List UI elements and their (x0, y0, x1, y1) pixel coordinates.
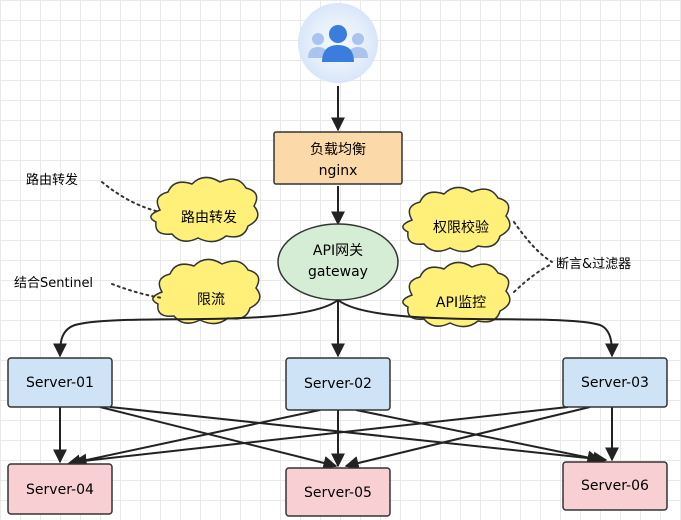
users-group-icon (308, 25, 368, 62)
server-06-node: Server-06 (562, 461, 668, 511)
cloud-monitor-label: API监控 (436, 295, 486, 311)
edge-s01-s05 (99, 406, 338, 470)
edge-gateway-server01 (53, 299, 339, 358)
server-03-node: Server-03 (562, 357, 668, 408)
server-06-label: Server-06 (581, 478, 649, 494)
server-05-node: Server-05 (285, 467, 391, 517)
cloud-auth-label: 权限校验 (433, 219, 489, 236)
gateway-subtitle: gateway (308, 264, 368, 280)
server-05-label: Server-05 (304, 485, 372, 501)
server-03-label: Server-03 (581, 375, 649, 391)
server-01-node: Server-01 (7, 357, 113, 408)
edge-s01-s06 (109, 406, 608, 466)
cloud-route-label: 路由转发 (181, 210, 237, 226)
annotation-filter: 断言&过滤器 (556, 257, 631, 272)
edge-s03-s05 (344, 406, 591, 470)
cloud-limit-label: 限流 (197, 292, 225, 308)
cloud-route: 路由转发 (150, 176, 259, 243)
api-gateway-node: API网关 gateway (277, 223, 399, 301)
annotation-filter-connector-top (513, 221, 553, 263)
lb-subtitle: nginx (319, 163, 358, 179)
cloud-limit: 限流 (152, 258, 261, 325)
server-04-node: Server-04 (7, 463, 113, 515)
annotation-sentinel: 结合Sentinel (14, 276, 93, 291)
lb-title: 负载均衡 (310, 142, 366, 158)
user-icon-group (298, 3, 378, 83)
edge-s02-s04 (66, 409, 321, 469)
server-02-node: Server-02 (285, 357, 391, 411)
server-01-label: Server-01 (26, 375, 94, 391)
gateway-title: API网关 (313, 243, 363, 259)
cloud-monitor: API监控 (402, 261, 511, 328)
annotation-route-connector (101, 181, 161, 213)
annotation-filter-connector-bottom (513, 263, 553, 293)
annotation-sentinel-connector (111, 283, 163, 299)
server-02-label: Server-02 (304, 376, 372, 392)
edge-s03-s04 (72, 406, 569, 468)
annotation-route: 路由转发 (26, 172, 78, 188)
server-04-label: Server-04 (26, 482, 94, 498)
edge-gateway-server03 (337, 299, 619, 358)
load-balancer-node: 负载均衡 nginx (273, 131, 403, 185)
cloud-auth: 权限校验 (402, 186, 511, 253)
